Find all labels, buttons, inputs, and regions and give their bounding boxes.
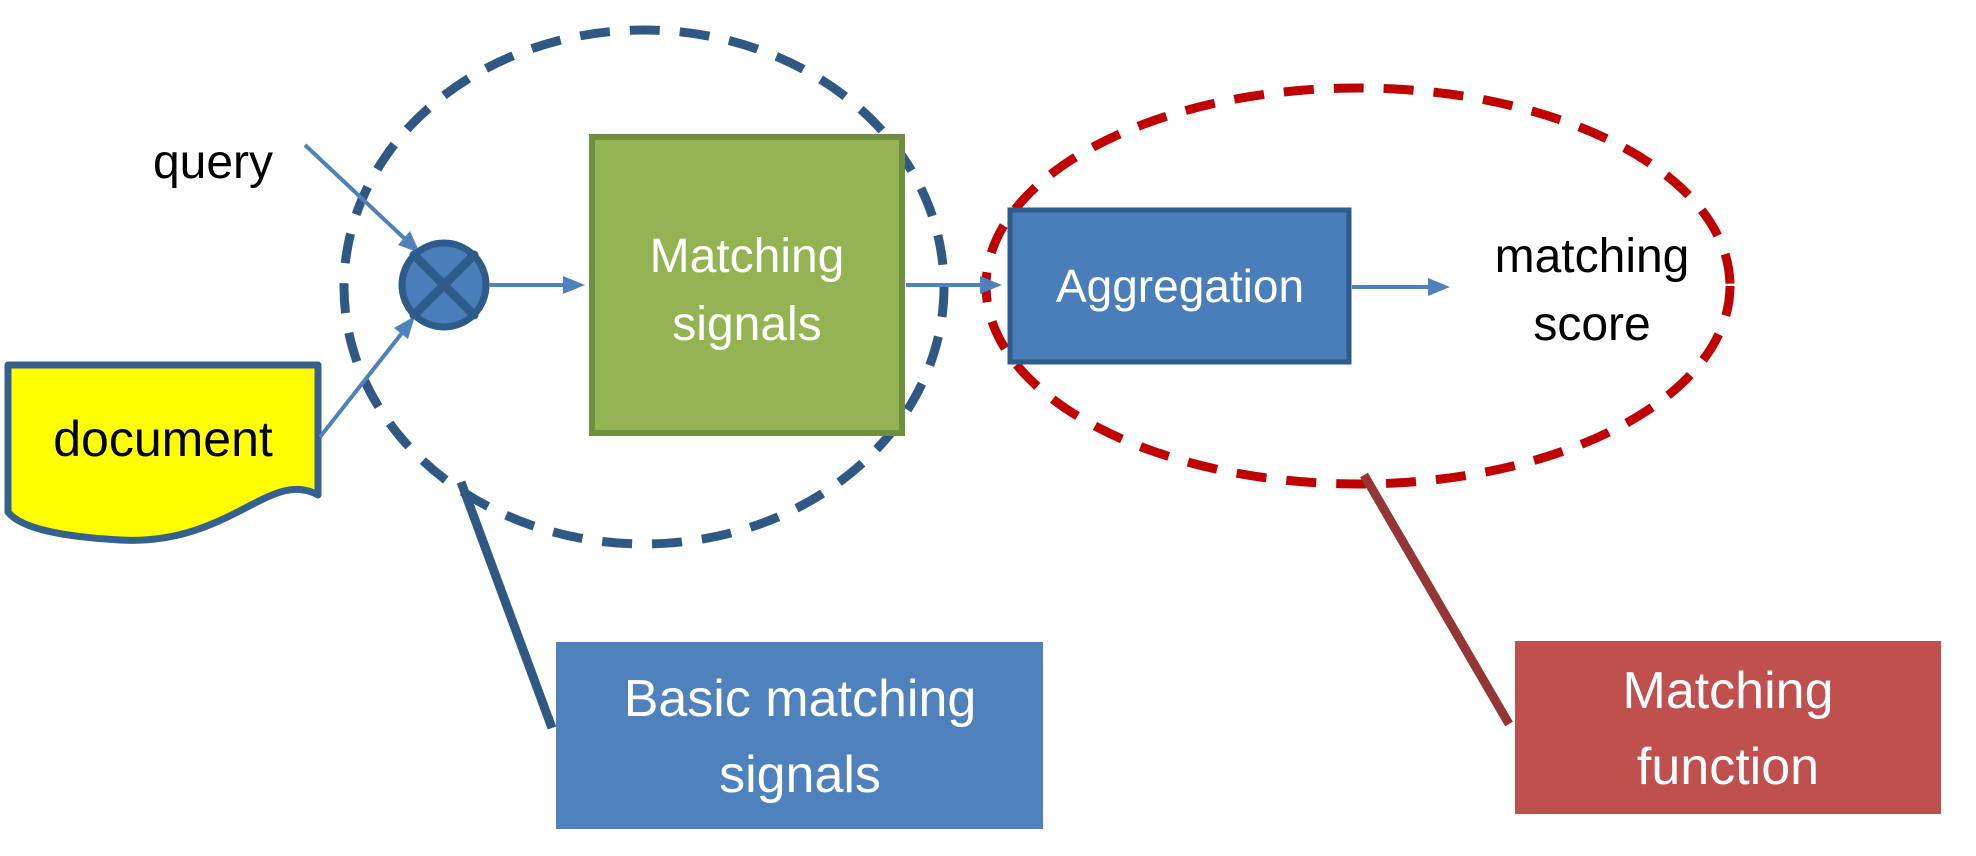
arrow-document-to-otimes bbox=[318, 316, 415, 439]
arrow-otimes-to-matching-signals bbox=[489, 276, 585, 294]
document-shape: document bbox=[4, 361, 322, 544]
basic-matching-signals-callout: Basic matching signals bbox=[556, 642, 1043, 829]
matching-function-line1: Matching bbox=[1623, 662, 1834, 720]
query-label: query bbox=[153, 136, 273, 189]
matching-score-label: matching score bbox=[1495, 230, 1690, 351]
arrowhead bbox=[398, 231, 420, 253]
matching-signals-label-line2: signals bbox=[672, 298, 821, 351]
otimes-operator-icon bbox=[398, 239, 490, 331]
arrowhead bbox=[980, 276, 1002, 294]
arrow-aggregation-to-score bbox=[1352, 278, 1450, 296]
leader-line-basic-signals bbox=[456, 480, 557, 730]
basic-matching-signals-line1: Basic matching bbox=[624, 670, 977, 728]
basic-matching-signals-line2: signals bbox=[719, 746, 881, 804]
aggregation-label: Aggregation bbox=[1056, 260, 1304, 312]
arrow-matching-signals-to-aggregation bbox=[906, 276, 1002, 294]
matching-score-line1: matching bbox=[1495, 230, 1690, 283]
arrowhead bbox=[394, 316, 415, 339]
matching-score-line2: score bbox=[1533, 298, 1650, 351]
arrowhead bbox=[1428, 278, 1450, 296]
matching-signals-label-line1: Matching bbox=[650, 230, 845, 283]
leader-line-matching-function bbox=[1360, 472, 1513, 727]
document-label: document bbox=[53, 411, 273, 467]
matching-signals-box: Matching signals bbox=[589, 134, 905, 436]
aggregation-box: Aggregation bbox=[1007, 207, 1352, 365]
matching-function-callout: Matching function bbox=[1515, 641, 1941, 814]
arrow-query-to-otimes bbox=[303, 143, 420, 253]
arrowhead bbox=[563, 276, 585, 294]
matching-function-line2: function bbox=[1637, 738, 1819, 796]
